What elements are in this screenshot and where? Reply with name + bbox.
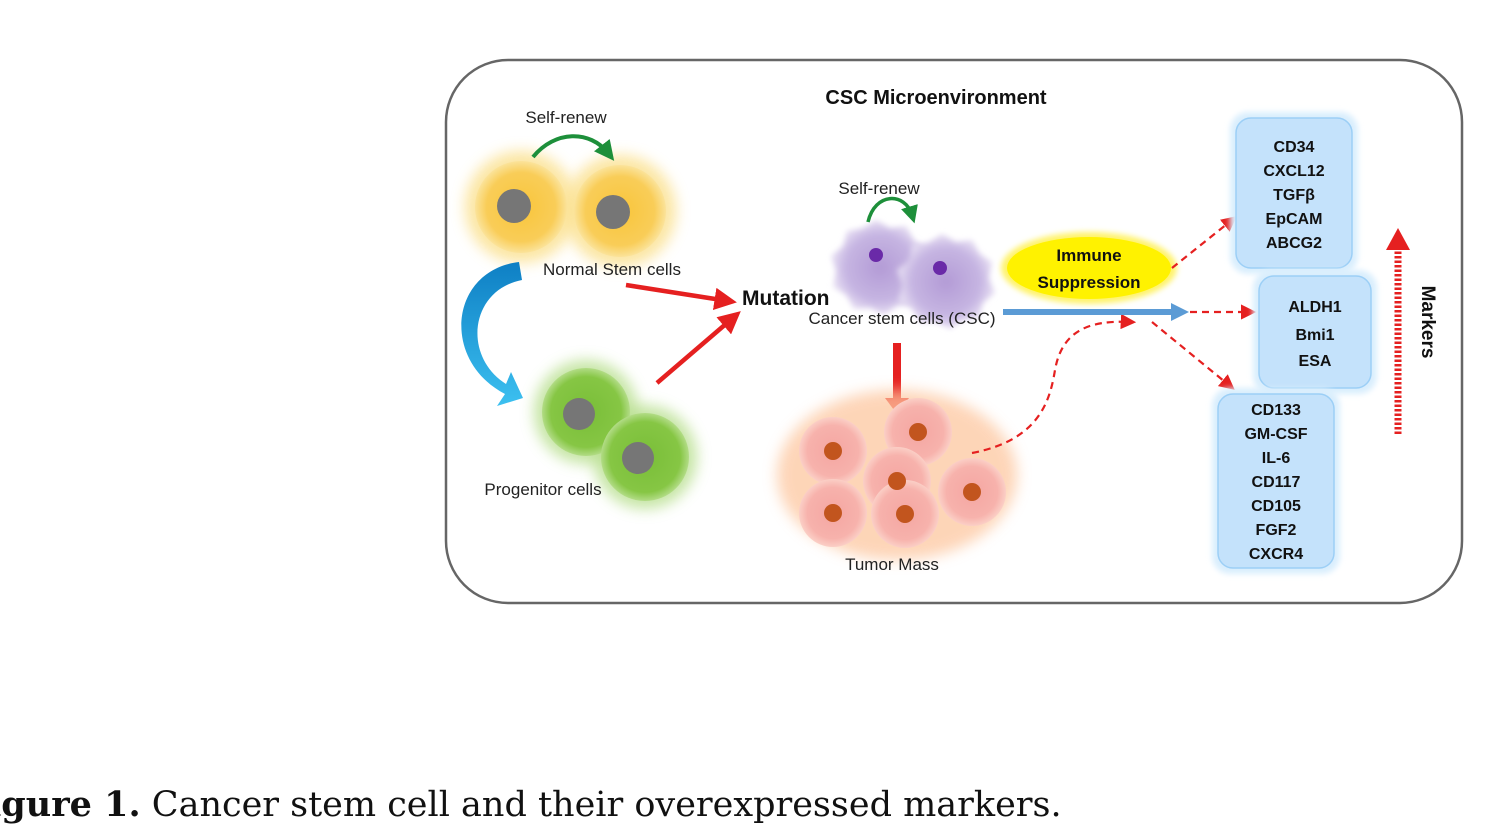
stem-to-mutation-arrow bbox=[625, 282, 737, 311]
normal-stem-label: Normal Stem cells bbox=[543, 260, 681, 279]
marker-item: IL-6 bbox=[1262, 450, 1291, 467]
progenitor-cells bbox=[534, 360, 697, 509]
marker-item: CD34 bbox=[1274, 139, 1315, 156]
figure-caption: igure 1. Cancer stem cell and their over… bbox=[0, 784, 1498, 825]
markers-up-arrowhead bbox=[1386, 228, 1410, 250]
arrow-to-group3 bbox=[1151, 321, 1235, 390]
csc-self-renew-label: Self-renew bbox=[838, 179, 920, 198]
normal-stem-cells bbox=[465, 151, 676, 267]
marker-item: FGF2 bbox=[1256, 522, 1297, 539]
csc-self-renew-arrow bbox=[866, 196, 918, 224]
immune-line2: Suppression bbox=[1038, 273, 1141, 292]
mutation-label: Mutation bbox=[742, 287, 829, 310]
marker-item: CD105 bbox=[1251, 498, 1301, 515]
arrow-to-group1 bbox=[1171, 216, 1237, 269]
microenvironment-frame bbox=[444, 58, 1464, 605]
immune-suppression: Immune Suppression bbox=[1001, 232, 1177, 304]
marker-item: CD117 bbox=[1252, 474, 1301, 491]
tumor-label: Tumor Mass bbox=[845, 555, 939, 574]
marker-item: ABCG2 bbox=[1266, 235, 1322, 252]
csc-diagram: CSC Microenvironment Self-renew Normal S… bbox=[444, 58, 1464, 605]
tumor-to-immune-arrow bbox=[971, 313, 1137, 455]
immune-line1: Immune bbox=[1056, 246, 1121, 265]
marker-item: TGFβ bbox=[1273, 187, 1315, 204]
figure-number: igure 1. bbox=[0, 784, 141, 825]
marker-item: ESA bbox=[1299, 353, 1332, 370]
cancer-stem-cells bbox=[831, 220, 995, 329]
marker-item: CXCL12 bbox=[1263, 163, 1324, 180]
progenitor-to-mutation-arrow bbox=[655, 311, 741, 385]
progenitor-label: Progenitor cells bbox=[484, 480, 601, 499]
marker-item: EpCAM bbox=[1266, 211, 1323, 228]
marker-item: CD133 bbox=[1251, 402, 1301, 419]
tumor-mass bbox=[777, 390, 1017, 560]
marker-group-1: CD34 CXCL12 TGFβ EpCAM ABCG2 bbox=[1230, 112, 1358, 274]
marker-item: GM-CSF bbox=[1244, 426, 1307, 443]
markers-label: Markers bbox=[1417, 286, 1438, 359]
marker-item: CXCR4 bbox=[1249, 546, 1303, 563]
marker-group-3: CD133 GM-CSF IL-6 CD117 CD105 FGF2 CXCR4 bbox=[1212, 388, 1340, 574]
marker-group-2: ALDH1 Bmi1 ESA bbox=[1253, 270, 1377, 394]
figure-caption-text: Cancer stem cell and their overexpressed… bbox=[151, 785, 1062, 825]
diagram-title: CSC Microenvironment bbox=[825, 87, 1046, 109]
csc-label: Cancer stem cells (CSC) bbox=[808, 309, 995, 328]
normal-self-renew-label: Self-renew bbox=[525, 108, 607, 127]
normal-self-renew-arrow bbox=[531, 134, 615, 161]
marker-item: ALDH1 bbox=[1288, 299, 1341, 316]
differentiation-arrow bbox=[461, 262, 523, 406]
marker-item: Bmi1 bbox=[1295, 327, 1334, 344]
